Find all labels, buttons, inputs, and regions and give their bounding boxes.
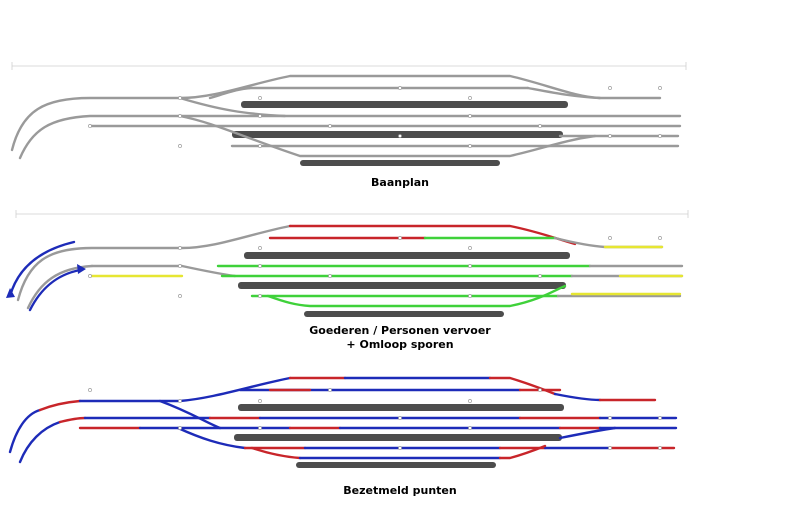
direction-arrows bbox=[6, 240, 86, 312]
track-joint-marker bbox=[178, 426, 182, 430]
track-joint-marker bbox=[468, 144, 472, 148]
track-joint-marker bbox=[468, 399, 472, 403]
track-joint-marker bbox=[258, 144, 262, 148]
track-crossover bbox=[558, 426, 617, 440]
caption-baanplan: Baanplan bbox=[371, 176, 429, 189]
track-joint-marker bbox=[88, 274, 92, 278]
track-joint-marker bbox=[468, 294, 472, 298]
track-joint-marker bbox=[258, 426, 262, 430]
track-joint-marker bbox=[538, 388, 542, 392]
track-curve-lower bbox=[498, 444, 547, 460]
tracks bbox=[8, 376, 678, 464]
arrow-head-icon bbox=[77, 264, 86, 274]
track-curve-lower bbox=[90, 264, 237, 278]
track-joint-marker bbox=[258, 264, 262, 268]
track-curve-outer bbox=[8, 408, 42, 454]
platform bbox=[296, 462, 496, 468]
track-joint-marker bbox=[88, 388, 92, 392]
caption-goederen-line1: Goederen / Personen vervoer bbox=[309, 324, 491, 337]
platforms bbox=[232, 101, 568, 166]
arrow-outer bbox=[8, 240, 76, 298]
track-crossover bbox=[208, 86, 252, 100]
platform bbox=[241, 101, 568, 108]
track-curve-inner bbox=[18, 420, 62, 464]
track-joint-marker bbox=[258, 399, 262, 403]
platforms bbox=[238, 252, 570, 317]
track-joint-marker bbox=[398, 134, 402, 138]
tracks bbox=[16, 224, 684, 310]
track-joint-marker bbox=[88, 124, 92, 128]
track-curve bbox=[553, 392, 602, 402]
platform bbox=[300, 160, 500, 166]
track-joint-marker bbox=[658, 134, 662, 138]
siding-red-top bbox=[288, 224, 577, 246]
track-joint-marker bbox=[178, 96, 182, 100]
arrow-inner bbox=[28, 268, 82, 312]
track-joint-marker bbox=[468, 264, 472, 268]
switch-markers bbox=[88, 86, 662, 450]
track-joint-marker bbox=[178, 399, 182, 403]
track-joint-marker bbox=[468, 96, 472, 100]
track-joint-marker bbox=[468, 114, 472, 118]
track-curve-outer bbox=[38, 399, 82, 412]
caption-goederen-line2: + Omloop sporen bbox=[346, 338, 454, 351]
track-joint-marker bbox=[178, 294, 182, 298]
platforms bbox=[234, 404, 564, 468]
track-crossover bbox=[526, 86, 602, 100]
track-curve-inner bbox=[58, 416, 87, 424]
track-joint-marker bbox=[658, 86, 662, 90]
track-joint-marker bbox=[468, 426, 472, 430]
track-joint-marker bbox=[178, 246, 182, 250]
track-curve bbox=[178, 376, 292, 403]
track-crossover bbox=[158, 399, 222, 430]
siding-green-loop bbox=[266, 284, 567, 308]
panel-bezetmeld bbox=[8, 376, 678, 468]
track-joint-marker bbox=[658, 236, 662, 240]
track-joint-marker bbox=[328, 274, 332, 278]
track-joint-marker bbox=[608, 416, 612, 420]
platform bbox=[238, 282, 566, 289]
track-crossover bbox=[178, 96, 287, 118]
track-joint-marker bbox=[328, 388, 332, 392]
track-joint-marker bbox=[258, 114, 262, 118]
panel-goederen-personen bbox=[6, 210, 689, 317]
platform bbox=[238, 404, 564, 411]
caption-bezetmeld: Bezetmeld punten bbox=[343, 484, 457, 497]
track-joint-marker bbox=[398, 446, 402, 450]
track-joint-marker bbox=[178, 114, 182, 118]
panel-baanplan bbox=[10, 62, 687, 166]
track-joint-marker bbox=[258, 246, 262, 250]
track-joint-marker bbox=[328, 124, 332, 128]
arrow-head-icon bbox=[6, 288, 15, 298]
track-curve-inner bbox=[26, 264, 94, 310]
track-joint-marker bbox=[398, 86, 402, 90]
track-curve bbox=[488, 376, 557, 396]
track-joint-marker bbox=[538, 274, 542, 278]
platform bbox=[234, 434, 562, 441]
track-crossover bbox=[176, 426, 247, 450]
track-joint-marker bbox=[608, 86, 612, 90]
track-joint-marker bbox=[178, 264, 182, 268]
platform bbox=[304, 311, 504, 317]
track-curve-lower bbox=[250, 446, 302, 460]
track-joint-marker bbox=[258, 294, 262, 298]
track-link bbox=[553, 236, 664, 249]
track-joint-marker bbox=[398, 236, 402, 240]
track-curve-outer bbox=[16, 224, 292, 302]
track-joint-marker bbox=[398, 416, 402, 420]
track-joint-marker bbox=[608, 236, 612, 240]
track-joint-marker bbox=[658, 446, 662, 450]
track-joint-marker bbox=[608, 134, 612, 138]
platform bbox=[232, 131, 563, 138]
platform bbox=[244, 252, 570, 259]
track-curve-outer bbox=[10, 74, 662, 152]
tracks bbox=[10, 74, 682, 160]
track-joint-marker bbox=[468, 246, 472, 250]
track-joint-marker bbox=[538, 124, 542, 128]
track-joint-marker bbox=[608, 446, 612, 450]
track-joint-marker bbox=[178, 144, 182, 148]
track-joint-marker bbox=[258, 96, 262, 100]
track-joint-marker bbox=[658, 416, 662, 420]
